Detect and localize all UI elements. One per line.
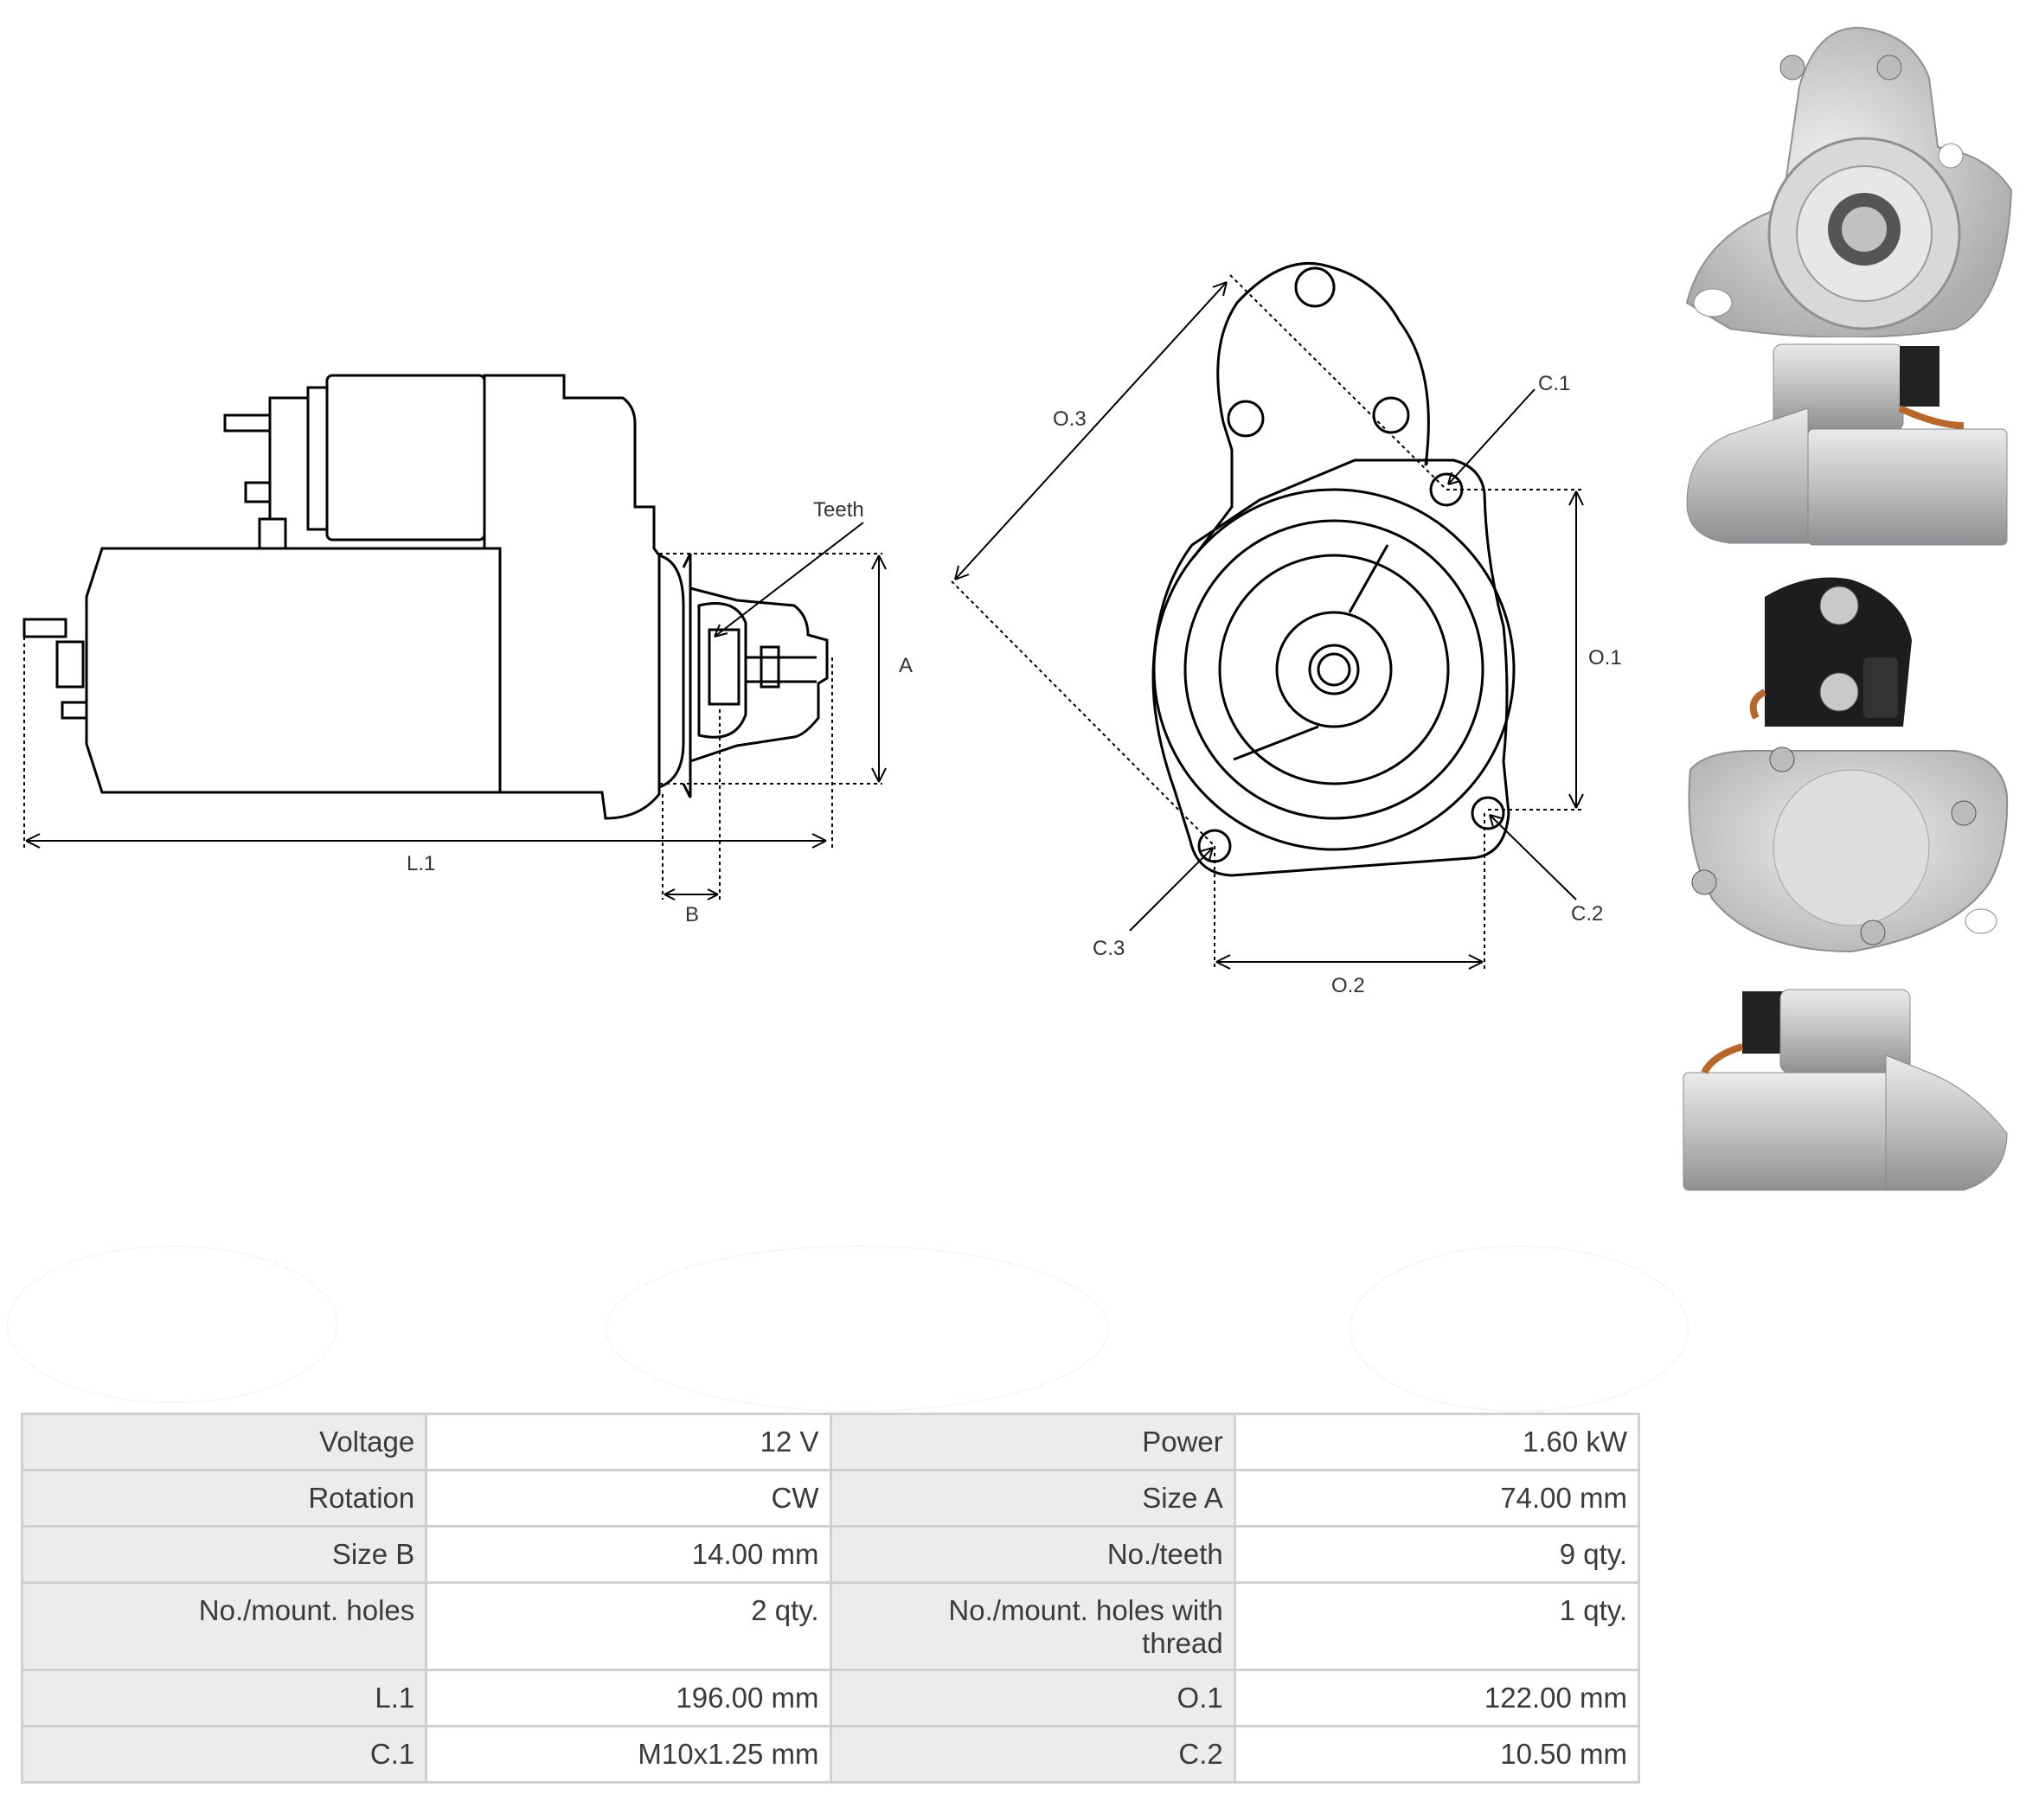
top-lug — [1216, 261, 1430, 466]
spec-key: C.2 — [829, 1725, 1236, 1784]
c1-leader — [1447, 388, 1536, 485]
solenoid — [325, 374, 486, 542]
spec-key: C.1 — [20, 1725, 428, 1784]
table-row: L.1 196.00 mm O.1 122.00 mm — [20, 1669, 1641, 1727]
a-label: A — [899, 654, 913, 677]
o3-dimension — [954, 281, 1228, 580]
spec-key: L.1 — [20, 1669, 428, 1727]
drive-housing — [483, 374, 661, 820]
o2-label: O.2 — [1331, 974, 1365, 997]
rear-stud — [22, 618, 67, 638]
motor-body — [85, 547, 502, 794]
photo-front-face — [1678, 17, 2016, 337]
shaft-boss — [1275, 611, 1393, 728]
solenoid-stud-top — [223, 413, 272, 433]
pinion-gear — [697, 602, 747, 739]
spec-value: 14.00 mm — [425, 1525, 832, 1584]
spec-value: 12 V — [425, 1413, 832, 1471]
solenoid-stud-low — [244, 481, 272, 503]
b-label: B — [685, 903, 699, 926]
photo-side-pinion-right — [1678, 986, 2016, 1202]
photo-side-solenoid-top — [1678, 339, 2016, 555]
spec-value: 9 qty. — [1233, 1525, 1641, 1584]
spec-value: 122.00 mm — [1233, 1669, 1641, 1727]
table-row: No./mount. holes 2 qty. No./mount. holes… — [20, 1581, 1641, 1671]
spec-key: Size A — [829, 1469, 1236, 1528]
spec-value: 2 qty. — [425, 1581, 832, 1671]
pinion-housing — [689, 586, 829, 763]
spec-key: Rotation — [20, 1469, 428, 1528]
faded-watermark-right — [1350, 1246, 1689, 1412]
spec-value: 74.00 mm — [1233, 1469, 1641, 1528]
teeth-label: Teeth — [813, 498, 864, 522]
spec-key: No./teeth — [829, 1525, 1236, 1584]
spec-table: Voltage 12 V Power 1.60 kW Rotation CW S… — [20, 1413, 1641, 1784]
c2-hole — [1471, 796, 1505, 830]
technical-drawing: Teeth A B L.1 — [22, 261, 1622, 997]
spec-key: Size B — [20, 1525, 428, 1584]
top-lug-hole — [1294, 266, 1336, 308]
spec-value: 10.50 mm — [1233, 1725, 1641, 1784]
o3-label: O.3 — [1053, 407, 1087, 431]
faded-watermark-center — [606, 1246, 1109, 1412]
spec-key: Power — [829, 1413, 1236, 1471]
front-view: O.3 C.1 O.1 C.2 C.3 O.2 — [951, 261, 1622, 997]
housing-outer — [1152, 488, 1516, 851]
spec-value: 1 qty. — [1233, 1581, 1641, 1671]
c3-leader — [1129, 847, 1214, 932]
c2-leader — [1489, 814, 1577, 900]
table-row: Rotation CW Size A 74.00 mm — [20, 1469, 1641, 1528]
pinion-teeth — [708, 628, 741, 706]
spec-value: CW — [425, 1469, 832, 1528]
spec-value: M10x1.25 mm — [425, 1725, 832, 1784]
teeth-leader — [714, 522, 864, 638]
table-row: Size B 14.00 mm No./teeth 9 qty. — [20, 1525, 1641, 1584]
o1-label: O.1 — [1588, 646, 1622, 670]
spec-value: 1.60 kW — [1233, 1413, 1641, 1471]
l1-label: L.1 — [407, 852, 435, 875]
spec-key: Voltage — [20, 1413, 428, 1471]
c2-label: C.2 — [1571, 902, 1603, 926]
table-row: Voltage 12 V Power 1.60 kW — [20, 1413, 1641, 1471]
spec-key: No./mount. holes with thread — [829, 1581, 1236, 1671]
photo-rear-with-terminals — [1678, 571, 2016, 969]
mounting-flange — [1151, 458, 1510, 877]
faded-watermark-left — [7, 1246, 337, 1403]
spec-key: O.1 — [829, 1669, 1236, 1727]
rear-stud-lower — [61, 701, 88, 720]
housing-inner — [1183, 519, 1484, 820]
c1-label: C.1 — [1538, 372, 1570, 395]
rear-terminal — [55, 640, 85, 689]
c3-label: C.3 — [1093, 937, 1125, 960]
table-row: C.1 M10x1.25 mm C.2 10.50 mm — [20, 1725, 1641, 1784]
spec-value: 196.00 mm — [425, 1669, 832, 1727]
side-view: Teeth A B L.1 — [22, 374, 913, 926]
nose-flange — [658, 554, 685, 789]
spec-key: No./mount. holes — [20, 1581, 428, 1671]
